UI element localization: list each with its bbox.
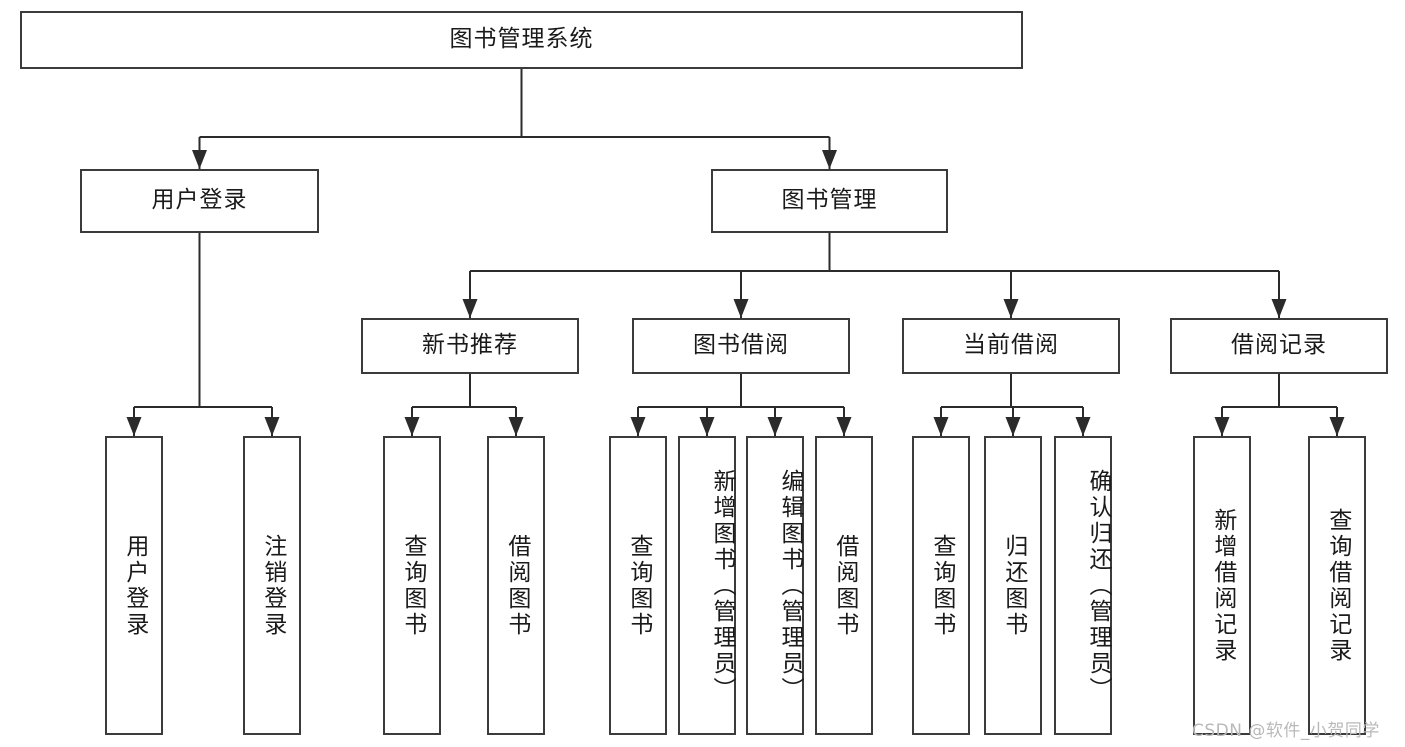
node-book-borrow[interactable]: 图书借阅 (632, 318, 850, 374)
node-leaf-user-logout[interactable]: 注销登录 (243, 436, 301, 735)
node-leaf-return-book[interactable]: 归还图书 (984, 436, 1042, 735)
node-book-manage[interactable]: 图书管理 (711, 169, 948, 233)
node-leaf-borrow-book[interactable]: 借阅图书 (815, 436, 873, 735)
node-root[interactable]: 图书管理系统 (20, 11, 1023, 69)
node-leaf-query-book-current[interactable]: 查询图书 (912, 436, 970, 735)
node-leaf-add-record[interactable]: 新增借阅记录 (1193, 436, 1251, 735)
node-leaf-add-book[interactable]: 新增图书（管理员） (678, 436, 736, 735)
node-label: 新增借阅记录 (1209, 507, 1236, 664)
node-label: 图书管理系统 (449, 26, 594, 53)
edge-group (126, 69, 1345, 436)
node-label: 编辑图书（管理员） (777, 468, 803, 703)
node-borrow-record[interactable]: 借阅记录 (1170, 318, 1388, 374)
node-label: 图书管理 (781, 187, 878, 214)
node-label: 查询借阅记录 (1324, 507, 1351, 664)
node-label: 注销登录 (259, 533, 286, 638)
node-label: 借阅记录 (1231, 332, 1327, 359)
node-label: 用户登录 (151, 187, 248, 214)
node-label: 用户登录 (121, 533, 148, 638)
node-leaf-query-book-borrow[interactable]: 查询图书 (609, 436, 667, 735)
node-leaf-query-record[interactable]: 查询借阅记录 (1308, 436, 1366, 735)
node-new-book-rec[interactable]: 新书推荐 (361, 318, 579, 374)
node-label: 借阅图书 (831, 533, 858, 638)
node-label: 图书借阅 (693, 332, 789, 359)
node-label: 查询图书 (928, 533, 955, 638)
node-label: 借阅图书 (503, 533, 530, 638)
node-leaf-borrow-book-rec[interactable]: 借阅图书 (487, 436, 545, 735)
node-leaf-edit-book[interactable]: 编辑图书（管理员） (746, 436, 804, 735)
csdn-watermark: CSDN @软件_小贺同学 (1192, 721, 1380, 741)
node-label: 查询图书 (625, 533, 652, 638)
node-label: 确认归还（管理员） (1085, 468, 1111, 703)
node-user-login[interactable]: 用户登录 (80, 169, 319, 233)
node-leaf-query-book-rec[interactable]: 查询图书 (383, 436, 441, 735)
node-label: 新增图书（管理员） (709, 468, 735, 703)
node-leaf-user-login[interactable]: 用户登录 (105, 436, 163, 735)
node-leaf-confirm-return[interactable]: 确认归还（管理员） (1054, 436, 1112, 735)
node-label: 新书推荐 (422, 332, 518, 359)
node-label: 归还图书 (1000, 533, 1027, 638)
node-label: 查询图书 (399, 533, 426, 638)
node-label: 当前借阅 (963, 332, 1059, 359)
node-current-borrow[interactable]: 当前借阅 (902, 318, 1120, 374)
